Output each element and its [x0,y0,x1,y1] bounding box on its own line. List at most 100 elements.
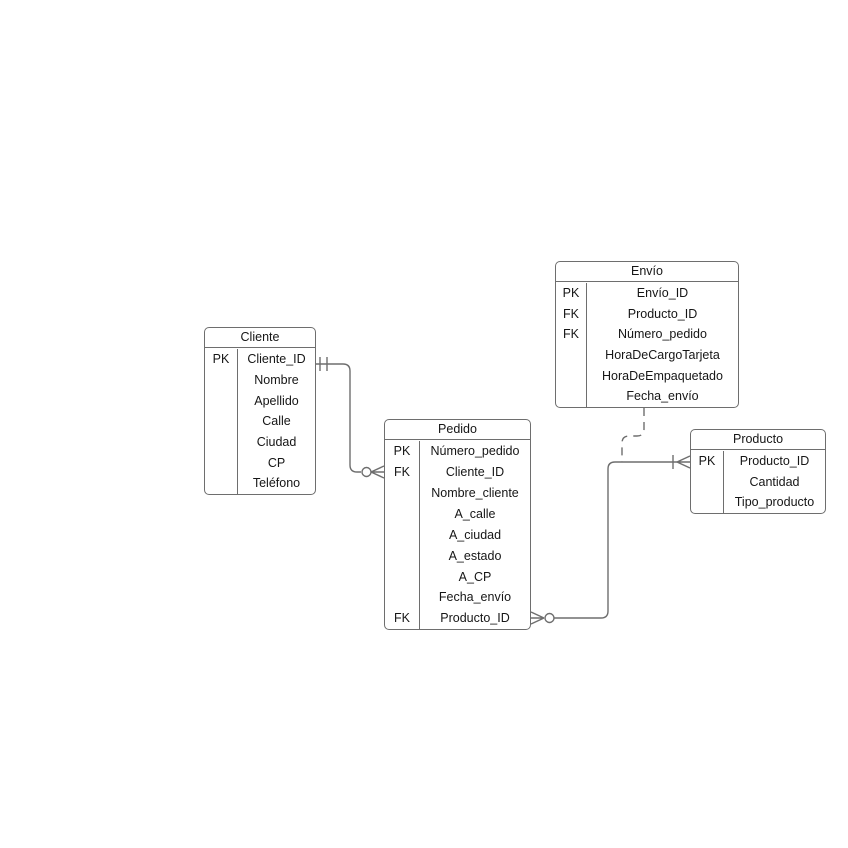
attribute-row[interactable]: Fecha_envío [385,587,530,609]
key-label: PK [385,441,420,462]
key-label [385,566,420,588]
many-crowfoot [676,455,691,469]
key-label [556,365,587,387]
key-label [385,524,420,546]
key-label [556,345,587,366]
attribute-name: Nombre_cliente [431,485,519,500]
attribute-row[interactable]: Teléfono [205,473,315,495]
attribute-name: A_CP [458,569,492,584]
attribute-row[interactable]: Cantidad [691,471,825,493]
attribute-name: A_ciudad [448,527,502,542]
key-label [205,431,238,453]
attribute-row[interactable]: Nombre_cliente [385,482,530,504]
connector-line-dashed[interactable] [621,408,645,462]
key-label [385,503,420,525]
attribute-name: Número_pedido [430,444,520,459]
attribute-row[interactable]: Ciudad [205,431,315,453]
key-label: FK [556,324,587,346]
attribute-name: Cliente_ID [445,465,505,480]
attribute-row[interactable]: Nombre [205,369,315,391]
attribute-row[interactable]: A_CP [385,566,530,588]
attribute-name: Apellido [254,393,299,408]
zero-circle [544,612,555,624]
attribute-row[interactable]: PK Cliente_ID [205,349,315,370]
attribute-name: Fecha_envío [626,389,699,404]
connector-envio-producto[interactable] [621,408,645,462]
key-label [385,482,420,504]
connector-line[interactable] [554,461,677,619]
key-label [205,369,238,391]
attribute-name: Cliente_ID [247,352,306,367]
attribute-row[interactable]: FK Producto_ID [385,608,530,630]
key-label [205,452,238,474]
key-label: FK [556,303,587,325]
one-tick-marks [319,357,328,371]
attribute-name: Producto_ID [739,454,810,469]
connector-pedido-producto[interactable] [530,455,691,625]
entity-title: Cliente [205,328,315,348]
many-crowfoot [530,611,545,625]
attribute-row[interactable]: HoraDeEmpaquetado [556,365,738,387]
zero-circle [361,466,372,478]
key-label [556,386,587,408]
connector-cliente-pedido[interactable] [315,357,385,479]
attribute-row[interactable]: PK Envío_ID [556,283,738,304]
attribute-row[interactable]: A_ciudad [385,524,530,546]
attribute-row[interactable]: Apellido [205,390,315,412]
key-label [385,545,420,567]
connector-line[interactable] [315,363,361,473]
attribute-name: Fecha_envío [438,590,512,605]
key-label: PK [205,349,238,370]
attribute-name: CP [267,455,286,470]
attribute-name: HoraDeCargoTarjeta [605,348,720,363]
entity-title: Envío [556,262,738,282]
key-label: FK [385,461,420,483]
attribute-name: Calle [262,414,291,429]
many-crowfoot [370,465,385,479]
attribute-name: Tipo_producto [734,495,815,510]
attribute-name: Nombre [254,372,299,387]
attribute-row[interactable]: FK Número_pedido [556,324,738,346]
key-label: FK [385,608,420,630]
entity-title: Pedido [385,420,530,440]
key-label: PK [556,283,587,304]
attribute-name: HoraDeEmpaquetado [602,368,723,383]
key-label [205,411,238,432]
attribute-name: Número_pedido [618,327,707,342]
attribute-name: A_estado [448,548,502,563]
attribute-row[interactable]: FK Producto_ID [556,303,738,325]
key-label [691,492,724,514]
attribute-name: Envío_ID [636,286,689,301]
key-label: PK [691,451,724,472]
entity-title: Producto [691,430,825,450]
attribute-row[interactable]: HoraDeCargoTarjeta [556,345,738,366]
attribute-row[interactable]: PK Número_pedido [385,441,530,462]
attribute-row[interactable]: A_calle [385,503,530,525]
key-label [385,587,420,609]
attribute-row[interactable]: PK Producto_ID [691,451,825,472]
attribute-name: Ciudad [256,434,297,449]
attribute-name: Producto_ID [440,611,510,626]
attribute-row[interactable]: Tipo_producto [691,492,825,514]
attribute-row[interactable]: A_estado [385,545,530,567]
attribute-name: Cantidad [749,474,800,489]
attribute-row[interactable]: Fecha_envío [556,386,738,408]
attribute-name: Teléfono [252,476,301,491]
key-label [205,473,238,495]
attribute-row[interactable]: CP [205,452,315,474]
attribute-name: Producto_ID [627,306,698,321]
attribute-row[interactable]: Calle [205,411,315,432]
attribute-name: A_calle [454,506,496,521]
attribute-row[interactable]: FK Cliente_ID [385,461,530,483]
key-label [691,471,724,493]
